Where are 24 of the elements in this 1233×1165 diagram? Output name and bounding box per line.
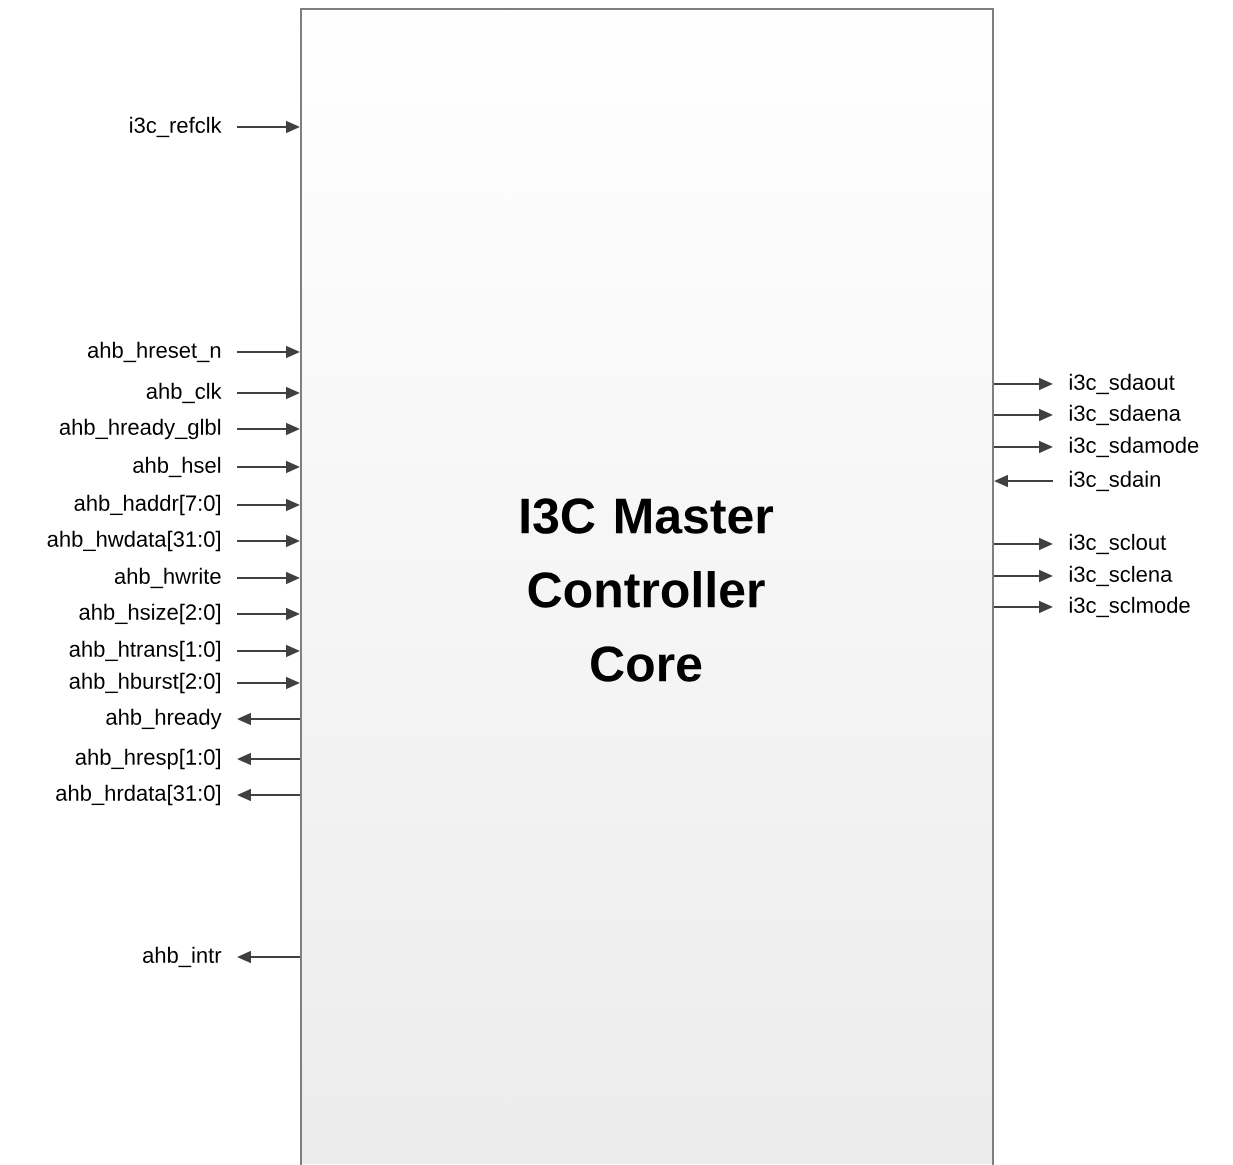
signal-name: ahb_hburst[2:0]: [69, 672, 220, 694]
signal-name: i3c_sdain: [1069, 470, 1160, 492]
signal-name: ahb_htrans[1:0]: [69, 640, 220, 662]
signal-name: ahb_hreset_n: [88, 341, 221, 363]
core-block: [300, 8, 994, 1165]
signal-name: i3c_sclout: [1069, 533, 1167, 555]
signal-name: i3c_sdaena: [1069, 404, 1181, 426]
signal-name: ahb_haddr[7:0]: [74, 494, 220, 516]
signal-name: ahb_hready_glbl: [59, 418, 221, 440]
signal-name: ahb_hresp[1:0]: [75, 748, 220, 770]
signal-name: i3c_sdamode: [1069, 436, 1199, 458]
signal-name: ahb_hready: [106, 708, 222, 730]
signal-name: ahb_hsize[2:0]: [79, 603, 220, 625]
signal-name: i3c_sclmode: [1069, 596, 1190, 618]
signal-name: ahb_hwdata[31:0]: [47, 530, 220, 552]
signal-name: i3c_sclena: [1069, 565, 1173, 587]
signal-name: i3c_sdaout: [1069, 373, 1175, 395]
signal-name: ahb_clk: [146, 382, 222, 404]
signal-name: ahb_hrdata[31:0]: [56, 784, 220, 806]
signal-name: ahb_hsel: [133, 456, 221, 478]
signal-name: ahb_intr: [143, 946, 222, 968]
block-title: I3C Master Controller Core: [521, 498, 773, 682]
signal-name: i3c_refclk: [130, 116, 222, 138]
signal-name: ahb_hwrite: [114, 567, 221, 589]
